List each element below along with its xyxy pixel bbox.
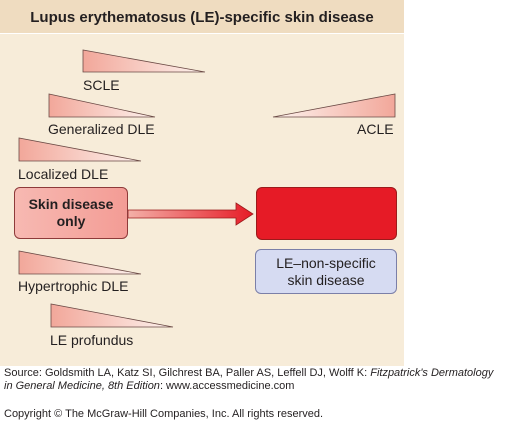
source-citation: Source: Goldsmith LA, Katz SI, Gilchrest… [4, 367, 504, 393]
copyright-notice: Copyright © The McGraw-Hill Companies, I… [4, 408, 324, 420]
hypertrophic-dle-label: Hypertrophic DLE [18, 278, 129, 294]
progression-arrow [128, 202, 254, 226]
localized-dle-label: Localized DLE [18, 166, 109, 182]
source-suffix: : www.accessmedicine.com [159, 380, 295, 392]
source-book-title: Fitzpatrick's Dermatology in General Med… [4, 367, 494, 392]
scle-label: SCLE [83, 77, 120, 93]
title-divider [0, 33, 404, 34]
diagram-title: Lupus erythematosus (LE)-specific skin d… [30, 9, 374, 26]
diagram-panel: Lupus erythematosus (LE)-specific skin d… [0, 0, 404, 366]
acle-label: ACLE [357, 121, 394, 137]
le-nonspecific-box: LE–non-specific skin disease [255, 249, 397, 294]
localized-dle-wedge [18, 137, 142, 162]
scle-wedge [82, 49, 206, 73]
le-profundus-label: LE profundus [50, 332, 134, 348]
hypertrophic-dle-wedge [18, 250, 142, 275]
le-profundus-wedge [50, 303, 174, 328]
generalized-dle-wedge [48, 93, 156, 118]
title-bar [0, 0, 404, 33]
source-prefix: Source: Goldsmith LA, Katz SI, Gilchrest… [4, 367, 371, 379]
acle-wedge [272, 93, 396, 118]
systemic-disease-box [256, 187, 397, 240]
generalized-dle-label: Generalized DLE [48, 121, 155, 137]
skin-disease-only-box: Skin disease only [14, 187, 128, 239]
